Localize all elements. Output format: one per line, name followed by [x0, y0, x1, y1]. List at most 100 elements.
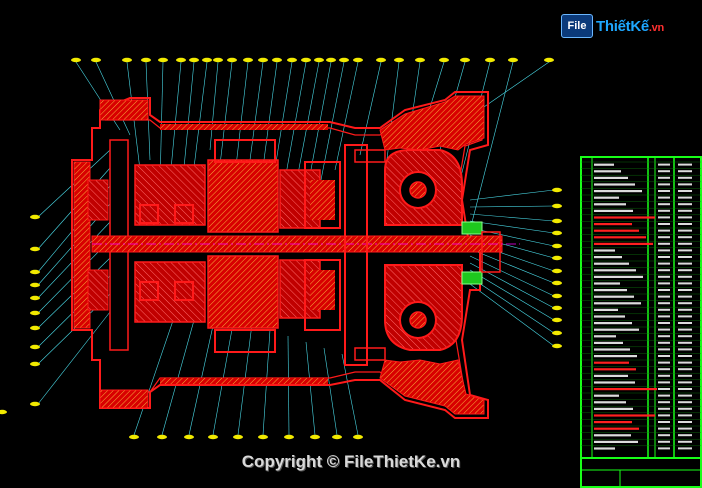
- leader-line: [469, 262, 555, 309]
- table-cell-text: [658, 440, 670, 443]
- table-cell-text: [678, 170, 692, 173]
- table-cell-text: [594, 236, 646, 239]
- table-cell-text: [678, 249, 692, 252]
- balloon-marker: [227, 57, 237, 63]
- balloon-marker: [552, 268, 562, 274]
- balloon-marker: [339, 57, 349, 63]
- table-cell-text: [658, 203, 670, 206]
- table-cell-text: [678, 381, 692, 384]
- leader-line: [469, 189, 555, 201]
- table-cell-text: [658, 216, 670, 219]
- balloon-marker: [258, 57, 268, 63]
- balloon-marker: [376, 57, 386, 63]
- table-cell-text: [658, 348, 670, 351]
- balloon-marker: [30, 325, 40, 331]
- table-cell-text: [658, 196, 670, 199]
- table-cell-text: [658, 308, 670, 311]
- table-cell-text: [678, 236, 692, 239]
- leader-line: [469, 227, 555, 247]
- balloon-marker: [158, 57, 168, 63]
- table-cell-text: [594, 275, 643, 278]
- balloon-marker: [30, 401, 40, 407]
- table-cell-text: [678, 394, 692, 397]
- balloon-marker: [243, 57, 253, 63]
- table-cell-text: [594, 256, 622, 259]
- table-cell-text: [658, 401, 670, 404]
- balloon-marker: [314, 57, 324, 63]
- parts-list-table[interactable]: [580, 156, 702, 488]
- balloon-marker: [287, 57, 297, 63]
- balloon-marker: [460, 57, 470, 63]
- table-cell-text: [658, 341, 670, 344]
- table-cell-text: [658, 275, 670, 278]
- leader-line: [323, 347, 338, 436]
- table-cell-text: [658, 249, 670, 252]
- balloon-marker: [552, 343, 562, 349]
- table-cell-text: [594, 170, 621, 173]
- table-cell-text: [594, 203, 626, 206]
- table-cell-text: [678, 269, 692, 272]
- table-cell-text: [678, 203, 692, 206]
- balloon-marker: [30, 295, 40, 301]
- gearbox-assembly[interactable]: [71, 91, 520, 419]
- logo-name: ThiếtKế: [596, 17, 649, 35]
- balloon-marker: [30, 282, 40, 288]
- table-cell-text: [678, 282, 692, 285]
- table-cell-text: [594, 196, 619, 199]
- leader-line: [469, 283, 555, 347]
- table-cell-text: [678, 308, 692, 311]
- table-cell-text: [594, 269, 636, 272]
- table-cell-text: [594, 295, 634, 298]
- table-cell-text: [658, 176, 670, 179]
- table-cell-text: [658, 170, 670, 173]
- balloon-marker: [272, 57, 282, 63]
- table-cell-text: [678, 223, 692, 225]
- balloon-marker: [310, 434, 320, 440]
- balloon-marker: [552, 280, 562, 286]
- table-cell-text: [658, 421, 670, 423]
- table-cell-text: [678, 209, 692, 212]
- table-cell-text: [678, 322, 692, 324]
- table-cell-text: [658, 256, 670, 258]
- table-cell-text: [594, 348, 630, 351]
- table-cell-text: [678, 295, 692, 298]
- table-cell-text: [658, 381, 670, 384]
- table-cell-text: [658, 190, 670, 192]
- balloon-marker: [394, 57, 404, 63]
- table-cell-text: [658, 242, 670, 245]
- leader-line: [95, 61, 131, 136]
- table-cell-text: [678, 341, 692, 344]
- table-cell-text: [594, 308, 618, 311]
- table-cell-text: [678, 434, 692, 437]
- logo-badge: File: [561, 14, 593, 38]
- table-cell-text: [678, 275, 692, 278]
- table-cell-text: [678, 289, 692, 291]
- leader-line: [305, 341, 316, 436]
- logo-tld: .vn: [648, 21, 664, 34]
- table-cell-text: [658, 388, 670, 390]
- balloon-marker: [353, 57, 363, 63]
- table-cell-text: [678, 427, 692, 430]
- leader-line: [469, 248, 555, 284]
- table-cell-text: [658, 183, 670, 186]
- balloon-marker: [91, 57, 101, 63]
- table-cell-text: [678, 335, 692, 338]
- table-cell-text: [594, 190, 642, 193]
- table-cell-text: [594, 216, 655, 219]
- table-cell-text: [678, 229, 692, 232]
- balloon-marker: [485, 57, 495, 63]
- table-cell-text: [594, 209, 633, 212]
- table-cell-text: [658, 282, 670, 285]
- table-cell-text: [658, 163, 670, 166]
- leader-line: [37, 311, 111, 405]
- table-cell-text: [594, 394, 619, 397]
- table-cell-text: [594, 249, 615, 252]
- balloon-marker: [71, 57, 81, 63]
- table-cell-text: [594, 229, 639, 232]
- table-cell-text: [658, 374, 670, 377]
- site-logo[interactable]: File ThiếtKế.vn: [561, 12, 664, 40]
- table-cell-text: [658, 322, 670, 324]
- table-cell-text: [658, 295, 670, 298]
- leader-line: [469, 220, 555, 234]
